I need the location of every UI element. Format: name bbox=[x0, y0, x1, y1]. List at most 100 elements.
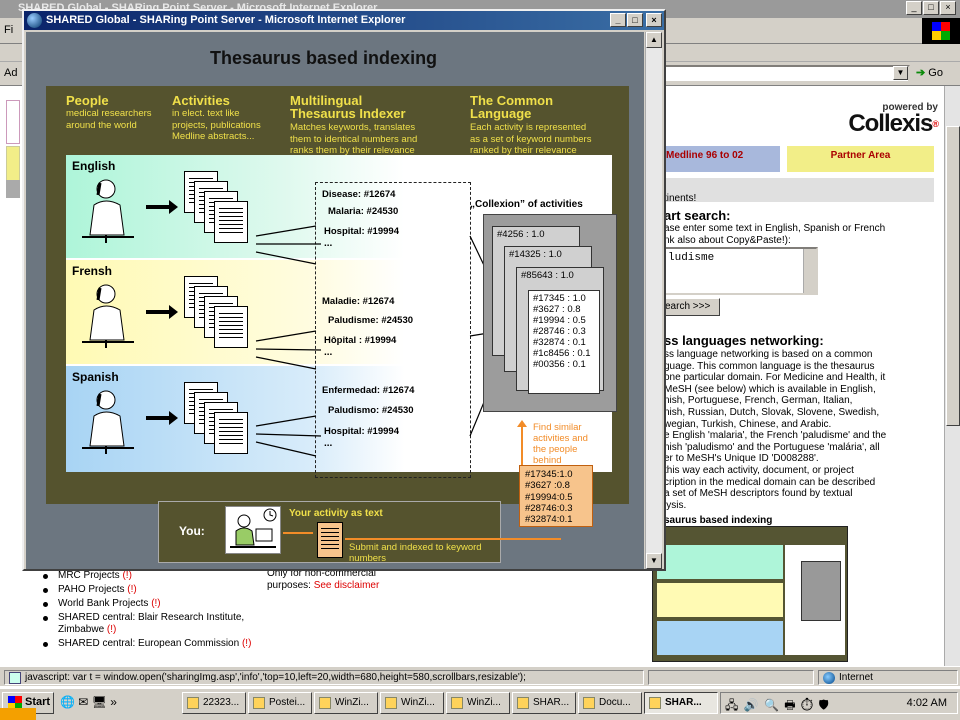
arrow-right-icon bbox=[146, 200, 178, 214]
search-button[interactable]: earch >>> bbox=[664, 298, 720, 316]
popup-content: Thesaurus based indexing People medical … bbox=[26, 32, 644, 569]
address-input[interactable] bbox=[660, 65, 910, 83]
status-zone-panel: Internet bbox=[818, 670, 958, 685]
indexed-term: Disease: #12674 bbox=[322, 189, 396, 200]
researcher-on-phone-icon bbox=[82, 284, 134, 348]
indexed-term: Hôpital : #19994 bbox=[324, 335, 397, 346]
zone-label: Internet bbox=[839, 672, 873, 683]
popup-maximize-button[interactable]: □ bbox=[627, 13, 643, 27]
disclaimer-link[interactable]: See disclaimer bbox=[313, 580, 380, 591]
bg-close-button[interactable]: × bbox=[940, 1, 956, 15]
search-textarea-value: ludisme bbox=[668, 252, 715, 264]
project-link[interactable]: PAHO Projects bbox=[58, 584, 125, 595]
header-people-desc: medical researchers around the world bbox=[66, 108, 152, 131]
ellipsis: ... bbox=[324, 238, 333, 249]
taskbar-button[interactable]: 22323... bbox=[182, 692, 246, 714]
taskbar-button[interactable]: SHAR... bbox=[512, 692, 576, 714]
background-left-strip bbox=[0, 86, 22, 666]
taskbar-button-active[interactable]: SHAR... bbox=[644, 692, 718, 714]
scroll-down-button[interactable]: ▼ bbox=[646, 553, 662, 569]
medline-tab[interactable]: Medline 96 to 02 bbox=[664, 146, 780, 172]
textarea-scrollbar[interactable] bbox=[803, 249, 816, 293]
keyword-value: #32874:0.1 bbox=[525, 514, 573, 526]
background-scrollbar[interactable] bbox=[944, 86, 960, 666]
taskbar-button[interactable]: WinZi... bbox=[314, 692, 378, 714]
card-value: #85643 : 1.0 bbox=[521, 270, 574, 281]
background-scroll-thumb[interactable] bbox=[946, 126, 960, 426]
bg-menu-file[interactable]: Fi bbox=[4, 24, 14, 36]
card-value: #32874 : 0.1 bbox=[533, 337, 586, 348]
quick-launch[interactable]: 🌐 ✉ 🖥 » bbox=[60, 695, 117, 709]
quick-launch-more-icon[interactable]: » bbox=[110, 695, 117, 709]
status-empty-panel bbox=[648, 670, 814, 685]
left-box-3 bbox=[6, 180, 20, 198]
bg-minimize-button[interactable]: _ bbox=[906, 1, 922, 15]
header-indexer-desc: Matches keywords, translates them to ide… bbox=[290, 122, 418, 156]
ellipsis: ... bbox=[324, 438, 333, 449]
task-app-icon bbox=[385, 697, 397, 709]
tray-icons[interactable]: 🖧 🔊 🔍 🖶 ⏱ 🛡 bbox=[725, 698, 830, 712]
french-connectors bbox=[255, 330, 322, 370]
project-mark: (!) bbox=[151, 598, 161, 609]
thesaurus-diagram: People medical researchers around the wo… bbox=[46, 86, 629, 504]
list-item[interactable]: MRC Projects (!) bbox=[40, 570, 260, 582]
list-item[interactable]: SHARED central: European Commission (!) bbox=[40, 638, 260, 650]
popup-close-button[interactable]: × bbox=[646, 13, 662, 27]
project-mark: (!) bbox=[127, 584, 137, 595]
taskbar-button[interactable]: Postei... bbox=[248, 692, 312, 714]
list-item[interactable]: SHARED central: Blair Research Institute… bbox=[40, 612, 260, 636]
user-at-computer-icon bbox=[225, 506, 281, 554]
internet-explorer-icon bbox=[27, 13, 42, 28]
go-arrow-icon: ➔ bbox=[916, 67, 926, 79]
task-label: Docu... bbox=[599, 697, 631, 708]
mini-band-french bbox=[657, 583, 783, 617]
you-label: You: bbox=[179, 524, 205, 538]
project-link[interactable]: SHARED central: Blair Research Institute… bbox=[58, 612, 245, 635]
researcher-on-phone-icon bbox=[82, 390, 134, 454]
task-app-icon bbox=[649, 697, 661, 709]
taskbar-button[interactable]: WinZi... bbox=[380, 692, 444, 714]
find-similar-text: Find similar activities and the people b… bbox=[533, 422, 588, 466]
scroll-up-button[interactable]: ▲ bbox=[646, 32, 662, 48]
address-dropdown-button[interactable]: ▼ bbox=[893, 66, 908, 80]
go-button[interactable]: ➔ Go bbox=[916, 66, 943, 79]
orange-flow-line bbox=[345, 538, 561, 540]
mini-thesaurus-diagram[interactable] bbox=[652, 526, 848, 662]
user-at-desk-icon bbox=[230, 508, 277, 548]
clock[interactable]: 4:02 AM bbox=[906, 697, 947, 709]
project-link[interactable]: SHARED central: European Commission bbox=[58, 638, 240, 649]
arrow-right-icon bbox=[146, 305, 178, 319]
indexed-term: Maladie: #12674 bbox=[322, 296, 395, 307]
taskbar-button[interactable]: Docu... bbox=[578, 692, 642, 714]
partner-area-tab[interactable]: Partner Area bbox=[787, 146, 934, 172]
start-search-heading: art search: bbox=[664, 208, 731, 223]
header-common-language: The Common Language bbox=[470, 93, 554, 121]
list-item[interactable]: World Bank Projects (!) bbox=[40, 598, 260, 610]
status-text-panel: javascript: var t = window.open('sharing… bbox=[4, 670, 644, 685]
search-textarea[interactable]: ludisme bbox=[664, 247, 818, 295]
quick-launch-icons[interactable]: 🌐 ✉ 🖥 bbox=[60, 695, 111, 709]
popup-scrollbar[interactable]: ▲ ▼ bbox=[645, 32, 662, 569]
card-value: #19994 : 0.5 bbox=[533, 315, 586, 326]
project-link[interactable]: MRC Projects bbox=[58, 570, 120, 581]
indexed-term: Hospital: #19994 bbox=[324, 226, 399, 237]
taskbar-button[interactable]: WinZi... bbox=[446, 692, 510, 714]
noncommercial-line-1: Only for non-commercial bbox=[267, 568, 376, 579]
task-label: SHAR... bbox=[533, 697, 570, 708]
popup-window: SHARED Global - SHARing Point Server - M… bbox=[22, 9, 666, 571]
project-mark: (!) bbox=[122, 570, 132, 581]
popup-title-bar[interactable]: SHARED Global - SHARing Point Server - M… bbox=[24, 11, 664, 30]
noncommercial-line-2: purposes: bbox=[267, 580, 311, 591]
spanish-connectors bbox=[255, 415, 322, 457]
list-item[interactable]: PAHO Projects (!) bbox=[40, 584, 260, 596]
project-link[interactable]: World Bank Projects bbox=[58, 598, 149, 609]
bg-maximize-button[interactable]: □ bbox=[923, 1, 939, 15]
go-label: Go bbox=[928, 67, 943, 79]
medline-tab-label: Medline 96 to 02 bbox=[666, 150, 744, 161]
task-label: WinZi... bbox=[467, 697, 501, 708]
card-value: #1c8456 : 0.1 bbox=[533, 348, 591, 359]
activity-document-icon bbox=[317, 522, 343, 558]
activity-card-detail: #17345 : 1.0 #3627 : 0.8 #19994 : 0.5 #2… bbox=[528, 290, 600, 394]
document-icon bbox=[214, 201, 248, 243]
popup-minimize-button[interactable]: _ bbox=[610, 13, 626, 27]
